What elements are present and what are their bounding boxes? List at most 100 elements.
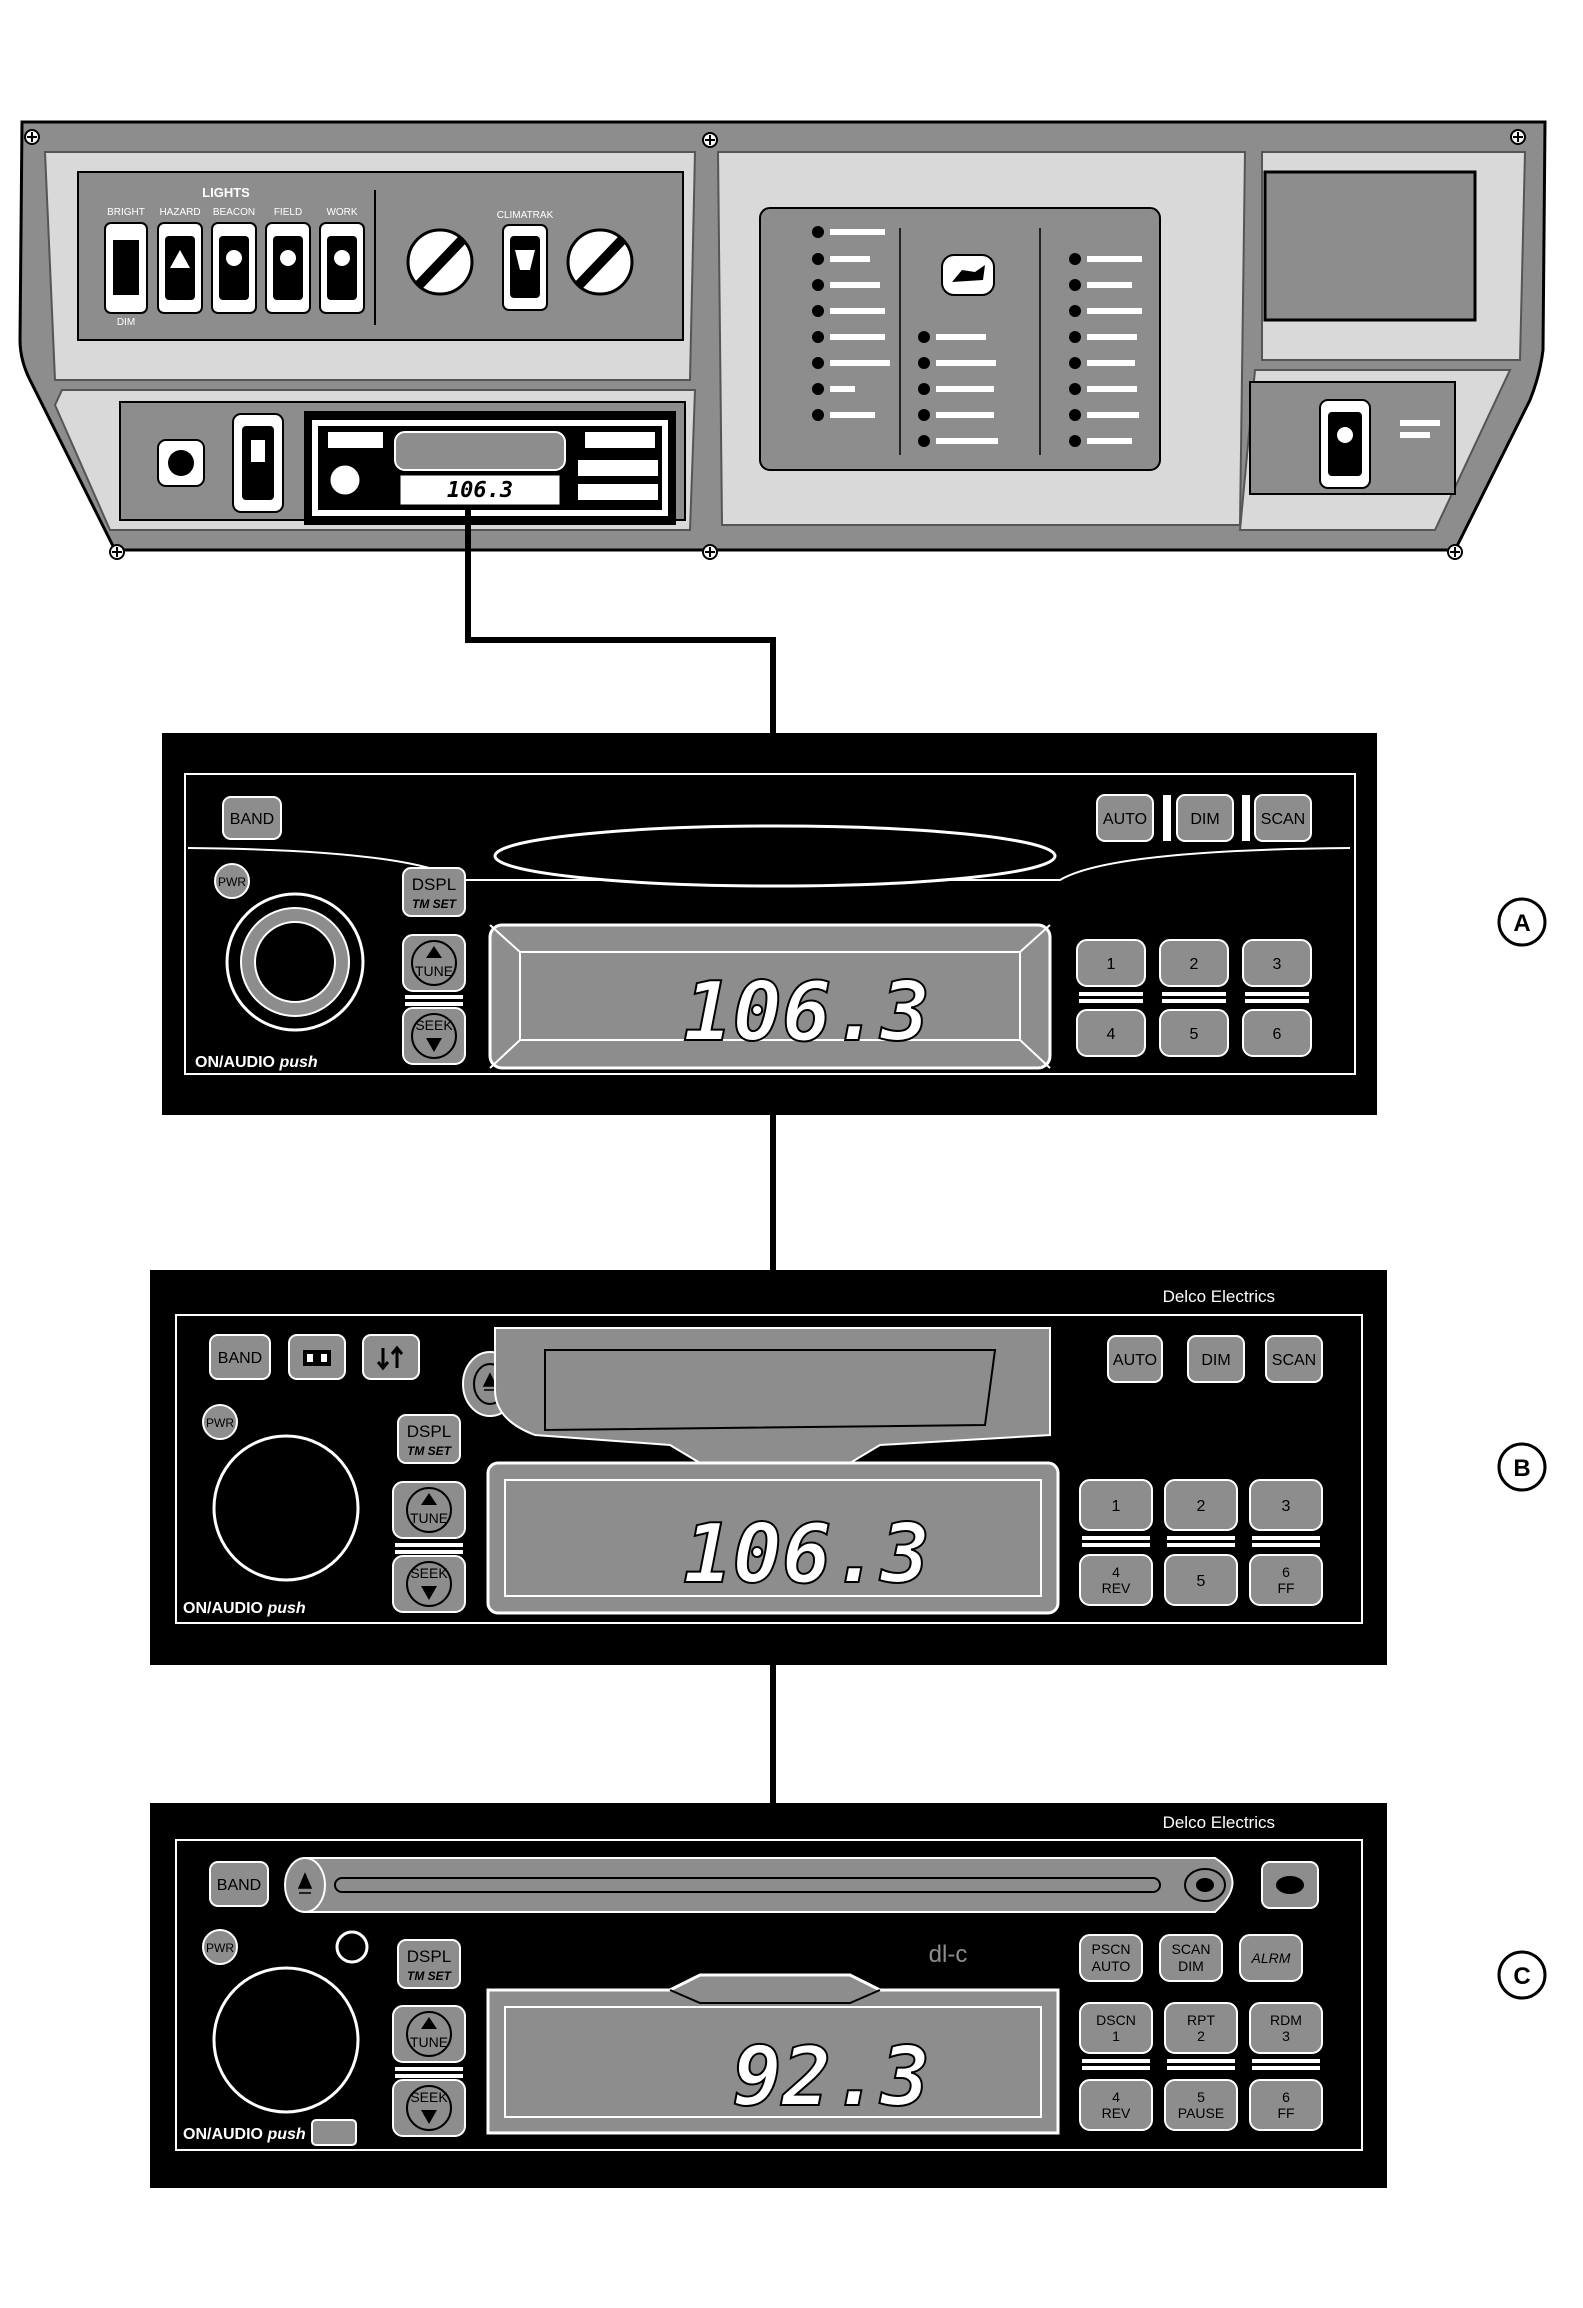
temperature-knob[interactable] xyxy=(566,228,634,296)
pscn-auto-button[interactable]: PSCN AUTO xyxy=(1079,1934,1143,1982)
tune-button[interactable]: TUNE xyxy=(392,1481,466,1539)
switch-field[interactable]: FIELD xyxy=(265,207,311,314)
callout-letter: A xyxy=(1513,910,1530,937)
switch-hazard[interactable]: HAZARD xyxy=(157,207,203,314)
pwr-button[interactable]: PWR xyxy=(202,1404,238,1440)
pwr-button-label: PWR xyxy=(218,875,246,889)
switch-label: HAZARD xyxy=(159,207,200,218)
band-button[interactable]: BAND xyxy=(209,1861,269,1907)
scan-dim-button[interactable]: SCAN DIM xyxy=(1159,1934,1223,1982)
seek-button[interactable]: SEEK xyxy=(402,1007,466,1065)
preset-button-5[interactable]: 5 xyxy=(1164,1554,1238,1606)
deer-logo-icon xyxy=(941,254,995,296)
switch-label: BRIGHT xyxy=(107,207,145,218)
dim-button[interactable]: DIM xyxy=(1187,1335,1245,1383)
scan-button[interactable]: SCAN xyxy=(1254,794,1312,842)
volume-knob[interactable] xyxy=(225,892,365,1032)
scan-button[interactable]: SCAN xyxy=(1265,1335,1323,1383)
preset-label: 4 xyxy=(1112,2089,1120,2105)
mini-radio[interactable]: 106.3 xyxy=(304,411,676,525)
dim-button-label: DIM xyxy=(1190,811,1219,828)
preset-label: RDM xyxy=(1270,2012,1302,2028)
rocker-switch[interactable] xyxy=(232,413,284,513)
switch-bright[interactable]: BRIGHT DIM xyxy=(104,207,148,328)
switch-work[interactable]: WORK xyxy=(319,207,365,314)
preset-button-1[interactable]: 1 xyxy=(1079,1479,1153,1531)
preset-button-2[interactable]: 2 xyxy=(1164,1479,1238,1531)
connector-line xyxy=(465,505,776,733)
band-button-label: BAND xyxy=(218,1350,262,1367)
seek-button-label: SEEK xyxy=(415,1017,453,1033)
tune-button[interactable]: TUNE xyxy=(402,934,466,992)
auto-button[interactable]: AUTO xyxy=(1107,1335,1163,1383)
aux-port[interactable] xyxy=(311,2119,357,2146)
tune-button-label: TUNE xyxy=(410,2034,448,2050)
band-button[interactable]: BAND xyxy=(222,796,282,840)
pwr-button[interactable]: PWR xyxy=(214,863,250,899)
dspl-button-label: DSPL xyxy=(407,1947,451,1966)
tune-button-label: TUNE xyxy=(410,1510,448,1526)
divider xyxy=(1167,1536,1235,1540)
monitor-screen xyxy=(1263,170,1477,322)
frequency-readout: 92.3 xyxy=(733,2030,930,2125)
beacon-icon xyxy=(226,250,242,266)
preset-label: 6 xyxy=(1282,1564,1290,1580)
divider xyxy=(1252,2066,1320,2070)
hazard-control-button[interactable] xyxy=(157,439,205,487)
auto-button[interactable]: AUTO xyxy=(1096,794,1154,842)
switch-label: WORK xyxy=(326,207,357,218)
divider xyxy=(1082,2066,1150,2070)
seek-button[interactable]: SEEK xyxy=(392,1555,466,1613)
dspl-button[interactable]: DSPL TM SET xyxy=(397,1939,461,1989)
preset-label: FF xyxy=(1277,1580,1294,1596)
cd-slot[interactable] xyxy=(284,1857,1234,1913)
fan-speed-knob[interactable] xyxy=(406,228,474,296)
preset-button-6[interactable]: 6FF xyxy=(1249,1554,1323,1606)
chevron-down-icon xyxy=(421,2110,437,2124)
preset-button-3[interactable]: 3 xyxy=(1249,1479,1323,1531)
dspl-button[interactable]: DSPL TM SET xyxy=(402,867,466,917)
volume-knob[interactable] xyxy=(212,1434,360,1582)
preset-label: 2 xyxy=(1197,1498,1206,1515)
disc-stack-icon xyxy=(1276,1876,1304,1894)
seek-button[interactable]: SEEK xyxy=(392,2079,466,2137)
switch-label: BEACON xyxy=(213,207,255,218)
preset-button-4[interactable]: 4 xyxy=(1076,1009,1146,1057)
work-light-icon xyxy=(334,250,350,266)
button-label: PSCN xyxy=(1092,1941,1131,1957)
switch-beacon[interactable]: BEACON xyxy=(211,207,257,314)
preset-button-6[interactable]: 6FF xyxy=(1249,2079,1323,2131)
band-button[interactable]: BAND xyxy=(209,1334,271,1380)
preset-button-5[interactable]: 5 xyxy=(1159,1009,1229,1057)
cassette-slot[interactable] xyxy=(493,824,1057,888)
preset-button-3[interactable]: 3 xyxy=(1242,939,1312,987)
seek-button-label: SEEK xyxy=(410,1565,448,1581)
chevron-down-icon xyxy=(421,1586,437,1600)
preset-button-1[interactable]: 1 xyxy=(1076,939,1146,987)
preset-label: 6 xyxy=(1273,1026,1282,1043)
pwr-button[interactable]: PWR xyxy=(202,1929,238,1965)
disc-load-button[interactable] xyxy=(1261,1861,1319,1909)
dspl-button[interactable]: DSPL TM SET xyxy=(397,1414,461,1464)
dim-button[interactable]: DIM xyxy=(1176,794,1234,842)
tune-button[interactable]: TUNE xyxy=(392,2005,466,2063)
mirror-switch[interactable] xyxy=(1319,399,1371,489)
tape-direction-button[interactable] xyxy=(362,1334,420,1380)
callout-a: A xyxy=(1497,897,1547,947)
dspl-button-label: DSPL xyxy=(412,875,456,894)
volume-knob[interactable] xyxy=(212,1966,360,2114)
alarm-button[interactable]: ALRM xyxy=(1239,1934,1303,1982)
pwr-button-label: PWR xyxy=(206,1941,234,1955)
preset-button-6[interactable]: 6 xyxy=(1242,1009,1312,1057)
sensor-button[interactable] xyxy=(335,1930,369,1964)
tape-dolby-button[interactable] xyxy=(288,1334,346,1380)
preset-button-2[interactable]: 2 xyxy=(1159,939,1229,987)
climatrak-switch[interactable]: CLIMATRAK xyxy=(497,210,554,311)
